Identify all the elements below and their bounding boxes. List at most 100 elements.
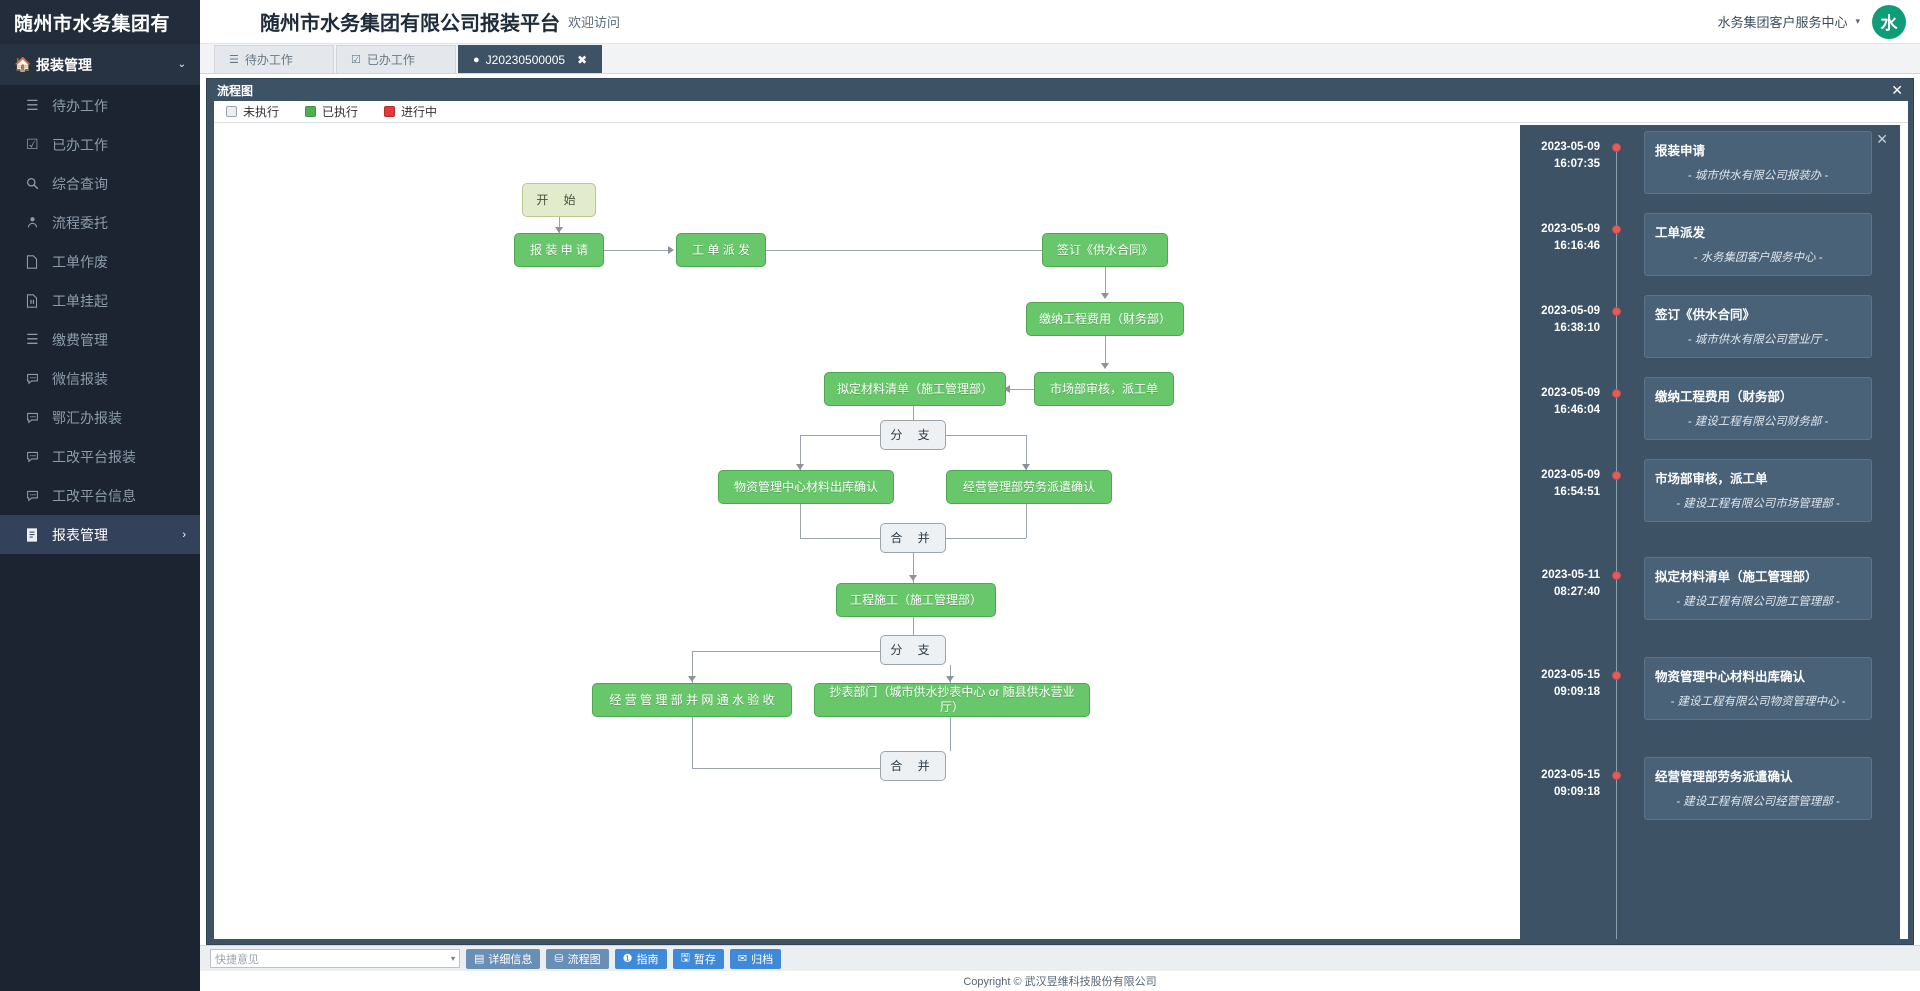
timeline-card-org: - 城市供水有限公司报装办 - xyxy=(1687,170,1829,182)
flow-node-label: 合 并 xyxy=(890,758,936,773)
flow-node-branch-1[interactable]: 分 支 xyxy=(880,420,946,450)
chevron-right-icon: › xyxy=(182,528,186,541)
timeline-card-title: 拟定材料清单（施工管理部） xyxy=(1655,570,1818,584)
timeline-timestamp: 2023-05-09 16:46:04 xyxy=(1520,381,1600,420)
flow-node-jingying-guanlibu-laowu[interactable]: 经营管理部劳务派遣确认 xyxy=(946,470,1112,504)
timeline-date: 2023-05-09 xyxy=(1541,469,1600,481)
flow-node-label: 物资管理中心材料出库确认 xyxy=(733,479,878,494)
legend-label: 进行中 xyxy=(401,105,438,119)
flow-node-label: 经 营 管 理 部 并 网 通 水 验 收 xyxy=(609,692,775,707)
close-icon[interactable]: ✕ xyxy=(1876,131,1888,147)
timeline-card-org: - 建设工程有限公司市场管理部 - xyxy=(1676,498,1840,510)
check-square-icon: ☑ xyxy=(351,54,361,66)
sidebar-menu: ☰ 待办工作 ☑ 已办工作 综合查询 流程委托 xyxy=(0,86,200,554)
tab-j20230500005[interactable]: ● J20230500005 ✖ xyxy=(458,45,603,73)
button-label: 指南 xyxy=(636,953,659,966)
timeline-card[interactable]: 经营管理部劳务派遣确认 - 建设工程有限公司经营管理部 - xyxy=(1644,757,1872,820)
flow-node-branch-2[interactable]: 分 支 xyxy=(880,635,946,665)
flow-node-baozhuang-shenqing[interactable]: 报 装 申 请 xyxy=(514,233,604,267)
close-icon[interactable]: ✖ xyxy=(577,52,588,67)
timeline-card[interactable]: 拟定材料清单（施工管理部） - 建设工程有限公司施工管理部 - xyxy=(1644,557,1872,620)
timeline-card[interactable]: 市场部审核，派工单 - 建设工程有限公司市场管理部 - xyxy=(1644,459,1872,522)
flowchart-button[interactable]: ⛁ 流程图 xyxy=(546,948,609,969)
archive-button[interactable]: ✉ 归档 xyxy=(729,948,782,969)
quick-opinion-select[interactable]: 快捷意见 ▾ xyxy=(210,949,460,968)
save-draft-button[interactable]: 🖫 暂存 xyxy=(672,948,724,969)
timeline-item[interactable]: 2023-05-09 16:54:51 xyxy=(1520,463,1900,502)
sidebar-item-daiban[interactable]: ☰ 待办工作 xyxy=(0,86,200,125)
sidebar-item-yiban[interactable]: ☑ 已办工作 xyxy=(0,125,200,164)
sidebar-group-baozhuang[interactable]: 🏠 报装管理 ⌄ xyxy=(0,44,200,86)
sidebar-item-label: 工改平台信息 xyxy=(52,487,136,504)
timeline-dot xyxy=(1612,771,1621,780)
connector xyxy=(913,617,914,635)
timeline-card[interactable]: 签订《供水合同》 - 城市供水有限公司营业厅 - xyxy=(1644,295,1872,358)
flow-node-start[interactable]: 开 始 xyxy=(522,183,596,217)
sidebar-item-zonghe-chaxun[interactable]: 综合查询 xyxy=(0,164,200,203)
flow-node-label: 签订《供水合同》 xyxy=(1056,242,1153,257)
sidebar-item-jiaofei-guanli[interactable]: ☰ 缴费管理 xyxy=(0,320,200,359)
timeline-card-title: 市场部审核，派工单 xyxy=(1655,472,1768,486)
timeline-card[interactable]: 物资管理中心材料出库确认 - 建设工程有限公司物资管理中心 - xyxy=(1644,657,1872,720)
timeline-card[interactable]: 报装申请 - 城市供水有限公司报装办 - xyxy=(1644,131,1872,194)
avatar[interactable]: 水 xyxy=(1872,4,1906,39)
flow-node-gongcheng-shigong[interactable]: 工程施工（施工管理部） xyxy=(836,583,996,617)
timeline-card[interactable]: 工单派发 - 水务集团客户服务中心 - xyxy=(1644,213,1872,276)
timeline-item[interactable]: 2023-05-09 16:16:46 xyxy=(1520,217,1900,256)
chat-icon xyxy=(26,411,52,424)
sidebar-item-label: 流程委托 xyxy=(52,214,108,231)
flow-node-jiaona-gongcheng-feiyong[interactable]: 缴纳工程费用（财务部） xyxy=(1026,302,1184,336)
sidebar-item-gonggai-baozhuang[interactable]: 工改平台报装 xyxy=(0,437,200,476)
close-icon[interactable]: ✕ xyxy=(1891,81,1903,98)
flow-node-bingwang-tongshui-yanshou[interactable]: 经 营 管 理 部 并 网 通 水 验 收 xyxy=(592,683,792,717)
flow-node-niding-cailiao-qingdan[interactable]: 拟定材料清单（施工管理部） xyxy=(824,372,1006,406)
timeline-item[interactable]: 2023-05-11 08:27:40 xyxy=(1520,563,1900,602)
connector xyxy=(692,651,693,683)
timeline-date: 2023-05-09 xyxy=(1541,305,1600,317)
flow-node-label: 分 支 xyxy=(890,427,936,442)
file-pause-icon xyxy=(26,293,52,308)
user-name[interactable]: 水务集团客户服务中心 xyxy=(1717,15,1848,30)
flow-node-merge-2[interactable]: 合 并 xyxy=(880,751,946,781)
timeline-card-title: 物资管理中心材料出库确认 xyxy=(1655,670,1806,684)
sidebar-item-baobiao-guanli[interactable]: 报表管理 › xyxy=(0,515,200,554)
legend-swatch-green xyxy=(305,106,317,117)
flow-node-label: 分 支 xyxy=(890,642,936,657)
timeline-time: 09:09:18 xyxy=(1553,686,1600,699)
sidebar-item-gongdan-zuofei[interactable]: 工单作废 xyxy=(0,242,200,281)
timeline-item[interactable]: 2023-05-15 09:09:18 xyxy=(1520,763,1900,802)
connector xyxy=(1105,336,1106,364)
timeline-item[interactable]: 2023-05-09 16:07:35 xyxy=(1520,135,1900,174)
arrow-icon xyxy=(1101,363,1109,369)
chevron-down-icon[interactable]: ▾ xyxy=(1855,16,1860,26)
flow-node-chaobiao-bumen[interactable]: 抄表部门（城市供水抄表中心 or 随县供水营业厅） xyxy=(814,683,1090,717)
guide-button[interactable]: ❶ 指南 xyxy=(614,948,667,969)
tab-daiban-gongzuo[interactable]: ☰ 待办工作 xyxy=(214,45,334,73)
timeline-item[interactable]: 2023-05-15 09:09:18 xyxy=(1520,663,1900,702)
chevron-down-icon[interactable]: ⌄ xyxy=(177,59,186,70)
timeline-time: 09:09:18 xyxy=(1553,786,1600,799)
flow-node-gongdan-paifa[interactable]: 工 单 派 发 xyxy=(676,233,766,267)
sidebar-item-gongdan-guaqi[interactable]: 工单挂起 xyxy=(0,281,200,320)
timeline-card[interactable]: 缴纳工程费用（财务部） - 建设工程有限公司财务部 - xyxy=(1644,377,1872,440)
timeline-dot xyxy=(1612,225,1621,234)
flow-node-merge-1[interactable]: 合 并 xyxy=(880,523,946,553)
tab-yiban-gongzuo[interactable]: ☑ 已办工作 xyxy=(336,45,456,73)
sidebar-item-ehuiban-baozhuang[interactable]: 鄂汇办报装 xyxy=(0,398,200,437)
timeline-item[interactable]: 2023-05-09 16:38:10 xyxy=(1520,299,1900,338)
flow-node-label: 抄表部门（城市供水抄表中心 or 随县供水营业厅） xyxy=(829,685,1075,714)
button-label: 详细信息 xyxy=(488,953,533,966)
sidebar-item-label: 缴费管理 xyxy=(52,331,108,348)
tab-label: 待办工作 xyxy=(244,53,293,67)
timeline-item[interactable]: 2023-05-09 16:46:04 xyxy=(1520,381,1900,420)
flow-node-label: 拟定材料清单（施工管理部） xyxy=(836,381,993,396)
flow-node-wuzi-guanli-zhongxin[interactable]: 物资管理中心材料出库确认 xyxy=(718,470,894,504)
sidebar-item-liucheng-weituo[interactable]: 流程委托 xyxy=(0,203,200,242)
sidebar-item-weixin-baozhuang[interactable]: 微信报装 xyxy=(0,359,200,398)
flow-node-qianding-gongshui-hetong[interactable]: 签订《供水合同》 xyxy=(1042,233,1168,267)
detail-info-button[interactable]: ▤ 详细信息 xyxy=(466,948,541,969)
sidebar-item-gonggai-xinxi[interactable]: 工改平台信息 xyxy=(0,476,200,515)
arrow-icon xyxy=(668,246,674,254)
flow-node-shichangbu-shenhe[interactable]: 市场部审核，派工单 xyxy=(1034,372,1174,406)
sidebar-item-label: 鄂汇办报装 xyxy=(52,409,122,426)
